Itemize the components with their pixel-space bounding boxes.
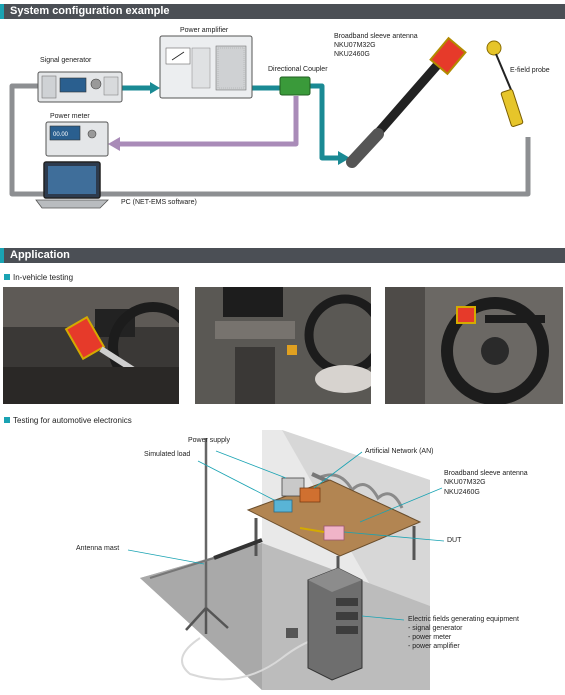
label-lab-antenna-title: Broadband sleeve antenna: [444, 470, 528, 478]
label-lab-antenna-model-1: NKU07M32G: [444, 479, 486, 487]
label-dut: DUT: [447, 537, 461, 545]
label-efg-item-2: - power meter: [408, 634, 451, 642]
label-lab-antenna-model-2: NKU2460G: [444, 489, 480, 497]
in-vehicle-subheading: In-vehicle testing: [4, 273, 73, 282]
purple-arrow: [108, 137, 120, 151]
directional-coupler-device: [280, 77, 310, 95]
efield-probe-device: [487, 41, 523, 127]
label-signal-generator: Signal generator: [40, 57, 91, 65]
label-antenna-model-2: NKU2460G: [334, 51, 370, 59]
label-pc: PC (NET-EMS software): [121, 199, 197, 207]
system-config-header: System configuration example: [0, 4, 565, 19]
dut-box: [324, 526, 344, 540]
label-directional-coupler: Directional Coupler: [268, 66, 328, 74]
label-simulated-load: Simulated load: [144, 451, 190, 459]
header-accent-mark: [0, 4, 4, 19]
label-efg-item-3: - power amplifier: [408, 643, 460, 651]
label-power-amplifier: Power amplifier: [180, 27, 228, 35]
label-antenna-title: Broadband sleeve antenna: [334, 33, 418, 41]
label-antenna-mast: Antenna mast: [76, 545, 119, 553]
system-diagram: [0, 22, 565, 242]
teal-cable-coupler-antenna: [310, 86, 340, 158]
bullet-square-icon: [4, 274, 10, 280]
power-meter-display: 00.00: [53, 131, 68, 139]
artificial-network-box: [300, 488, 320, 502]
label-antenna-model-1: NKU07M32G: [334, 42, 376, 50]
label-power-meter: Power meter: [50, 113, 90, 121]
label-artificial-network: Artificial Network (AN): [365, 448, 433, 456]
automotive-subheading: Testing for automotive electronics: [4, 416, 132, 425]
lab-diagram: [0, 428, 565, 693]
purple-cable: [118, 96, 296, 144]
label-power-supply: Power supply: [188, 437, 230, 445]
label-efg-title: Electric fields generating equipment: [408, 616, 519, 624]
teal-arrow-amp: [150, 82, 160, 94]
simulated-load-box: [274, 500, 292, 512]
in-vehicle-photo-1: [3, 287, 179, 404]
label-efg-item-1: - signal generator: [408, 625, 462, 633]
label-efield-probe: E-field probe: [510, 67, 550, 75]
automotive-label: Testing for automotive electronics: [13, 416, 132, 425]
application-title: Application: [10, 249, 70, 261]
power-meter-device: [46, 122, 108, 156]
system-config-title: System configuration example: [10, 5, 170, 17]
room-floor-shade: [140, 543, 262, 690]
signal-generator-device: [38, 72, 122, 102]
in-vehicle-label: In-vehicle testing: [13, 273, 73, 282]
bullet-square-icon: [4, 417, 10, 423]
in-vehicle-photo-3: [385, 287, 563, 404]
power-amplifier-device: [160, 36, 252, 98]
in-vehicle-photo-2: [195, 287, 371, 404]
pc-laptop-device: [36, 162, 108, 208]
header-accent-mark: [0, 248, 4, 263]
application-header: Application: [0, 248, 565, 263]
